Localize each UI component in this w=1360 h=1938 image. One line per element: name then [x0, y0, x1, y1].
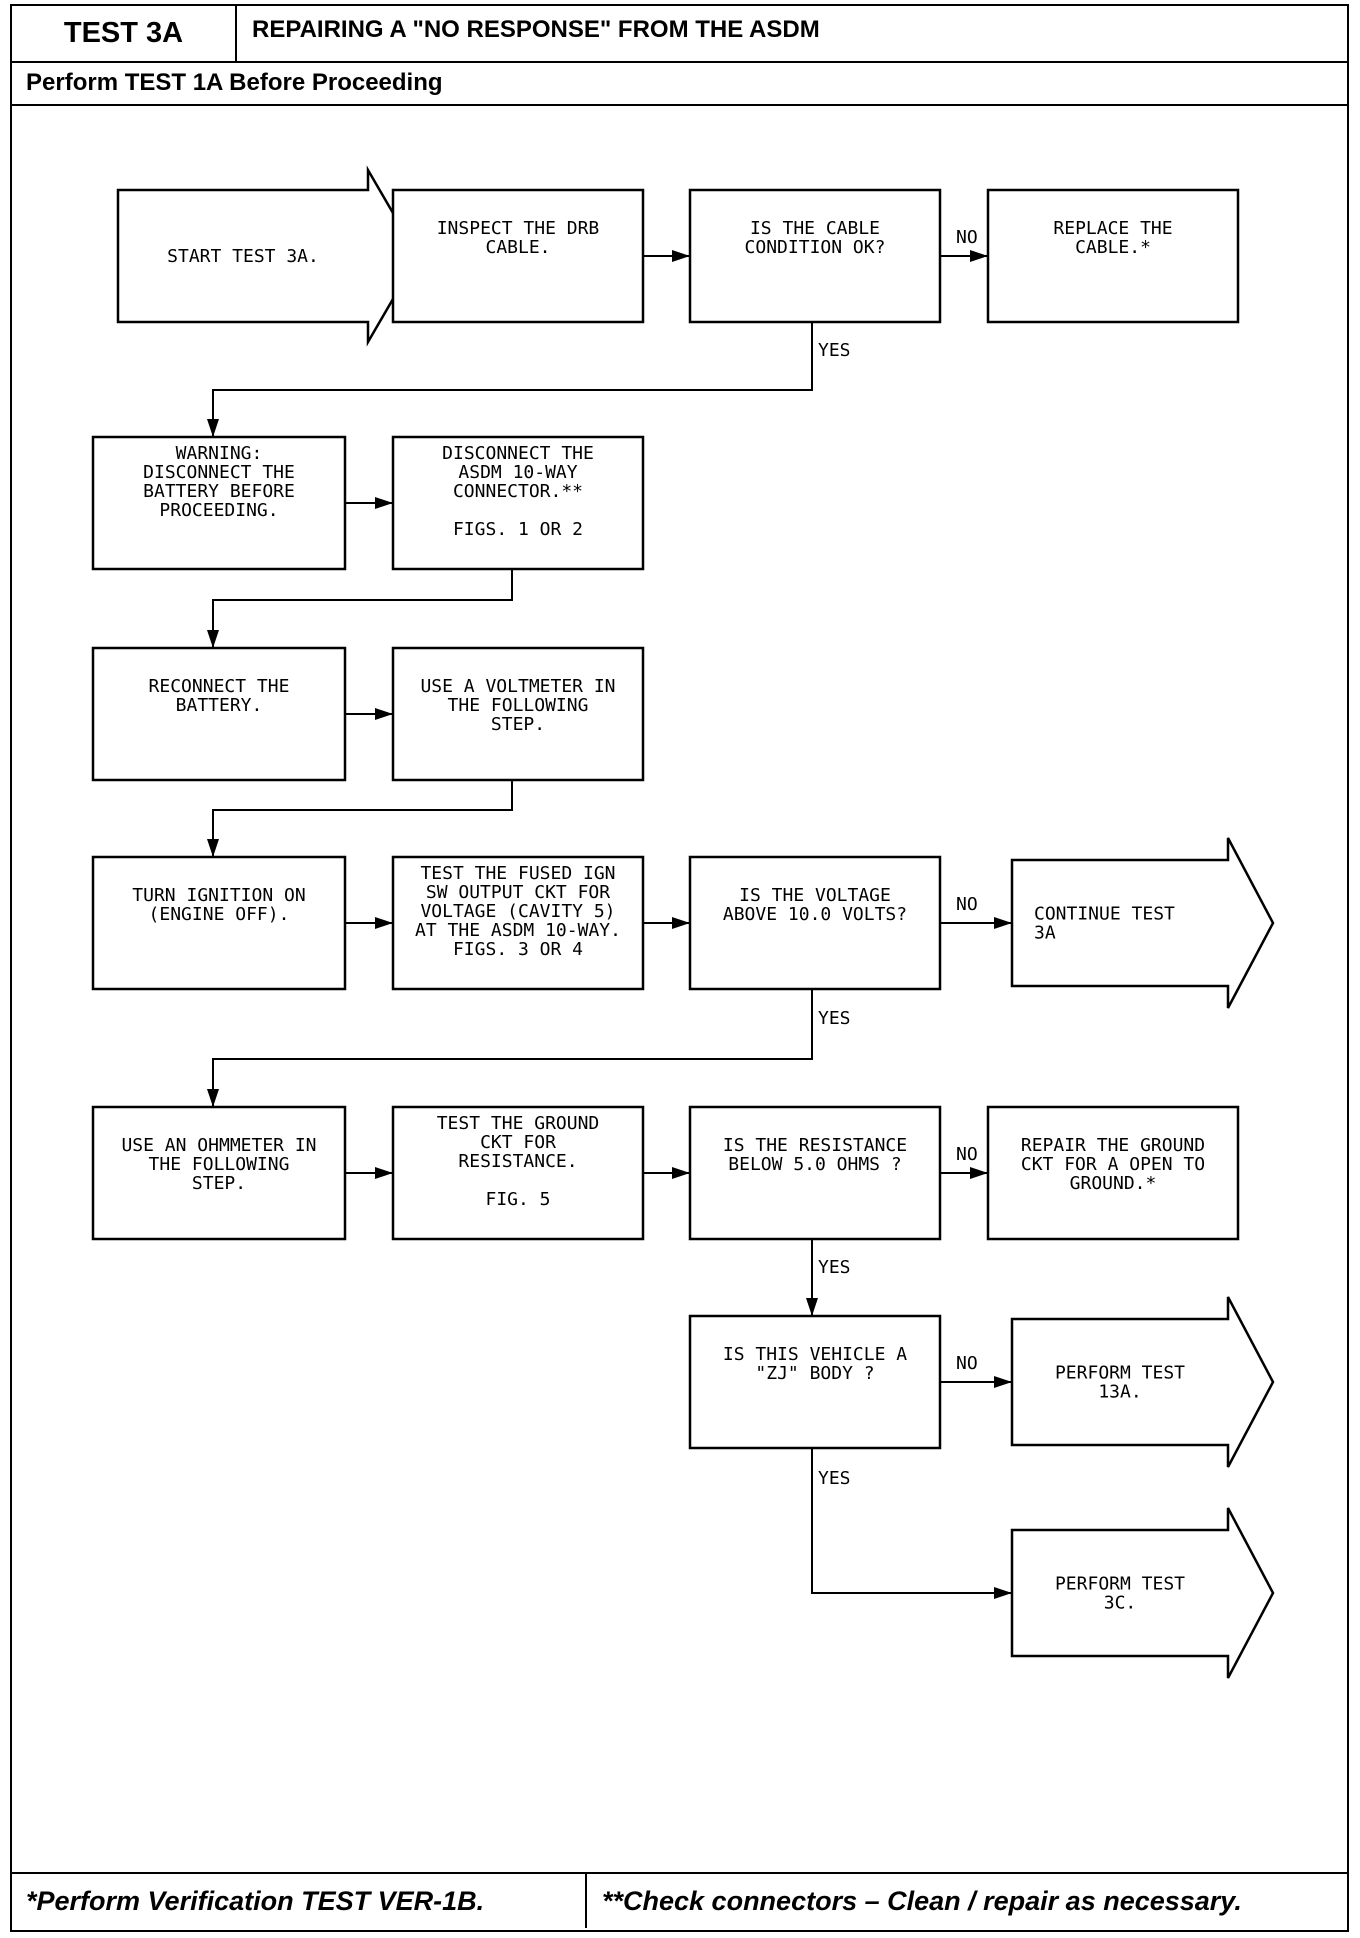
node-text-line: IS THE RESISTANCE	[723, 1135, 907, 1156]
node-text-line: DISCONNECT THE	[143, 462, 295, 483]
decision-label-yes: YES	[818, 340, 851, 361]
node-text-line: WARNING:	[176, 443, 263, 464]
node-text-line: 3C.	[1104, 1593, 1137, 1614]
node-text-line: PROCEEDING.	[159, 500, 278, 521]
node-text-line: USE A VOLTMETER IN	[420, 676, 615, 697]
node-ignition: TURN IGNITION ON(ENGINE OFF).	[91, 855, 347, 991]
decision-label-no: NO	[956, 894, 978, 915]
node-text-line: CABLE.	[485, 237, 550, 258]
node-text-line: FIGS. 3 OR 4	[453, 939, 583, 960]
decision-label-no: NO	[956, 1353, 978, 1374]
decision-label-no: NO	[956, 1144, 978, 1165]
node-text-line: AT THE ASDM 10-WAY.	[415, 920, 621, 941]
node-text-line: CKT FOR	[480, 1132, 556, 1153]
footer-left-note: *Perform Verification TEST VER-1B.	[12, 1874, 587, 1928]
prerequisite-row: Perform TEST 1A Before Proceeding	[12, 61, 1347, 106]
node-text-line: TEST THE GROUND	[437, 1113, 600, 1134]
node-text-line: DISCONNECT THE	[442, 443, 594, 464]
test-title: REPAIRING A "NO RESPONSE" FROM THE ASDM	[252, 16, 820, 43]
node-text-line: FIGS. 1 OR 2	[453, 519, 583, 540]
node-text-line: (ENGINE OFF).	[149, 904, 290, 925]
node-text-line: CONDITION OK?	[745, 237, 886, 258]
node-text-line: RESISTANCE.	[458, 1151, 577, 1172]
node-text-line: 13A.	[1098, 1382, 1141, 1403]
decision-label-no: NO	[956, 227, 978, 248]
node-text-line: REPAIR THE GROUND	[1021, 1135, 1205, 1156]
page-frame: TEST 3A REPAIRING A "NO RESPONSE" FROM T…	[10, 4, 1349, 1932]
decision-label-yes: YES	[818, 1468, 851, 1489]
node-text-line: "ZJ" BODY ?	[755, 1363, 874, 1384]
node-text-line: BELOW 5.0 OHMS ?	[728, 1154, 901, 1175]
node-text-line: THE FOLLOWING	[448, 695, 589, 716]
node-text-line: FIG. 5	[485, 1189, 550, 1210]
node-text-line: TEST THE FUSED IGN	[420, 863, 615, 884]
node-text-line: INSPECT THE DRB	[437, 218, 600, 239]
node-text-line: CABLE.*	[1075, 237, 1151, 258]
test-id: TEST 3A	[12, 6, 237, 61]
node-text-line: GROUND.*	[1070, 1173, 1157, 1194]
node-text-line: TURN IGNITION ON	[132, 885, 305, 906]
footer-row: *Perform Verification TEST VER-1B. **Che…	[12, 1872, 1347, 1930]
prerequisite-note: Perform TEST 1A Before Proceeding	[26, 69, 443, 96]
node-text-line: USE AN OHMMETER IN	[121, 1135, 316, 1156]
node-text-line: SW OUTPUT CKT FOR	[426, 882, 610, 903]
node-text-line: CKT FOR A OPEN TO	[1021, 1154, 1205, 1175]
node-text-line: CONTINUE TEST	[1034, 904, 1175, 925]
node-text-line: PERFORM TEST	[1055, 1574, 1185, 1595]
node-text-line: CONNECTOR.**	[453, 481, 583, 502]
node-text-line: REPLACE THE	[1053, 218, 1172, 239]
node-text-line: BATTERY.	[176, 695, 263, 716]
node-text-line: START TEST 3A.	[167, 246, 319, 267]
footer-right-note: **Check connectors – Clean / repair as n…	[602, 1886, 1242, 1916]
node-text-line: RECONNECT THE	[149, 676, 290, 697]
node-text-line: STEP.	[192, 1173, 246, 1194]
node-q-zj: IS THIS VEHICLE A"ZJ" BODY ?	[688, 1314, 942, 1450]
decision-label-yes: YES	[818, 1008, 851, 1029]
decision-label-yes: YES	[818, 1257, 851, 1278]
node-text-line: STEP.	[491, 714, 545, 735]
node-text-line: 3A	[1034, 923, 1056, 944]
node-text-line: THE FOLLOWING	[149, 1154, 290, 1175]
node-start: START TEST 3A.	[116, 165, 420, 347]
header-row: TEST 3A REPAIRING A "NO RESPONSE" FROM T…	[12, 6, 1347, 63]
node-text-line: IS THE VOLTAGE	[739, 885, 891, 906]
node-text-line: VOLTAGE (CAVITY 5)	[420, 901, 615, 922]
node-text-line: IS THE CABLE	[750, 218, 880, 239]
node-text-line: ASDM 10-WAY	[458, 462, 577, 483]
node-text-line: PERFORM TEST	[1055, 1363, 1185, 1384]
node-text-line: BATTERY BEFORE	[143, 481, 295, 502]
node-text-line: ABOVE 10.0 VOLTS?	[723, 904, 907, 925]
node-text-line: IS THIS VEHICLE A	[723, 1344, 907, 1365]
